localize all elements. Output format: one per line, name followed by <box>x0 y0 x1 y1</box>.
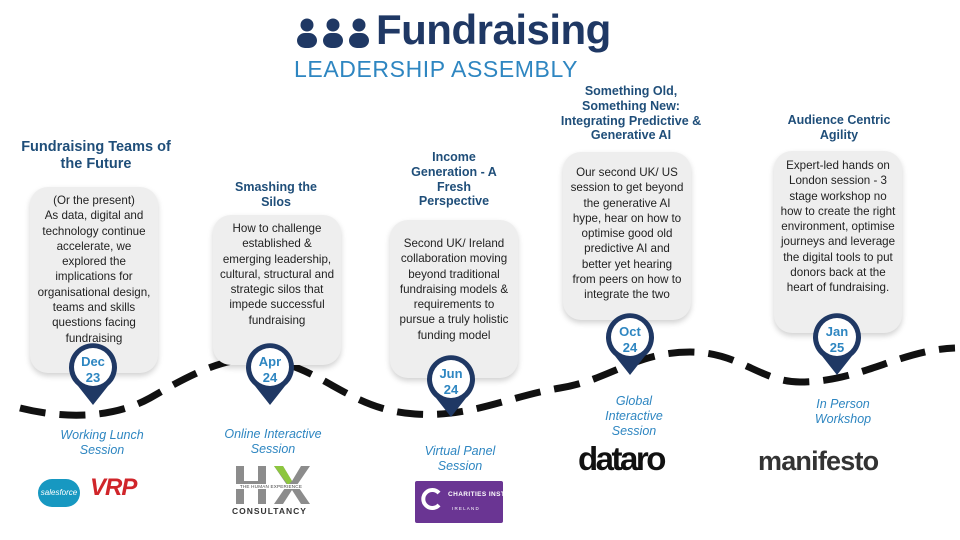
session-format-4: Global Interactive Session <box>605 394 663 438</box>
c-mark-icon <box>421 488 441 510</box>
session-description-5: Expert-led hands on London session - 3 s… <box>780 159 896 295</box>
session-title-4: Something Old, Something New: Integratin… <box>560 84 702 143</box>
pin-year-5: 25 <box>829 339 845 355</box>
pin-year-4: 24 <box>622 339 638 355</box>
charities-institute-logo <box>415 481 503 523</box>
session-note-1: (Or the present) <box>53 194 135 207</box>
session-format-3: Virtual Panel Session <box>424 444 496 473</box>
session-title-3: Income Generation - A Fresh Perspective <box>411 150 497 209</box>
charities-institute-country: IRELAND <box>452 506 480 511</box>
map-pin-icon <box>69 343 117 405</box>
session-format-2: Online Interactive Session <box>224 427 322 456</box>
charities-institute-name: CHARITIES INSTITUTE <box>448 491 527 498</box>
pin-year-2: 24 <box>262 369 278 385</box>
session-description-4: Our second UK/ US session to get beyond … <box>570 166 684 302</box>
dataro-logo: dataro <box>578 440 666 477</box>
session-description-2: How to challenge established & emerging … <box>219 222 335 327</box>
map-pin-icon <box>427 355 475 417</box>
pin-month-1: Dec <box>81 354 105 369</box>
session-format-1: Working Lunch Session <box>60 428 144 457</box>
brand-subtitle: LEADERSHIP ASSEMBLY <box>294 56 579 82</box>
people-group-icon <box>297 18 369 48</box>
human-experience-tagline: THE HUMAN EXPERIENCE <box>226 484 316 489</box>
human-experience-consultancy: CONSULTANCY <box>232 506 307 516</box>
brand-title: Fundraising <box>376 6 611 53</box>
salesforce-logo: salesforce <box>38 479 80 507</box>
pin-year-1: 23 <box>85 369 101 385</box>
session-card-5: Expert-led hands on London session - 3 s… <box>774 151 902 333</box>
session-card-1: (Or the present) As data, digital and te… <box>30 187 158 373</box>
pin-month-4: Oct <box>619 324 641 339</box>
pin-month-5: Jan <box>825 324 849 339</box>
session-description-3: Second UK/ Ireland collaboration moving … <box>399 237 509 342</box>
vrp-logo: VRP <box>90 474 137 501</box>
pin-year-3: 24 <box>443 381 459 397</box>
session-description-1: As data, digital and technology continue… <box>37 209 151 345</box>
pin-month-2: Apr <box>258 354 282 369</box>
map-pin-icon <box>606 313 654 375</box>
map-pin-icon <box>246 343 294 405</box>
session-card-4: Our second UK/ US session to get beyond … <box>563 152 691 320</box>
session-title-1: Fundraising Teams of the Future <box>21 139 171 173</box>
manifesto-logo: manifesto <box>758 446 879 476</box>
session-title-2: Smashing the Silos <box>235 180 317 209</box>
pin-month-3: Jun <box>439 366 463 381</box>
session-format-5: In Person Workshop <box>814 397 872 426</box>
session-card-3: Second UK/ Ireland collaboration moving … <box>390 220 518 378</box>
session-card-2: How to challenge established & emerging … <box>213 215 341 365</box>
session-title-5: Audience Centric Agility <box>787 113 891 142</box>
map-pin-icon <box>813 313 861 375</box>
